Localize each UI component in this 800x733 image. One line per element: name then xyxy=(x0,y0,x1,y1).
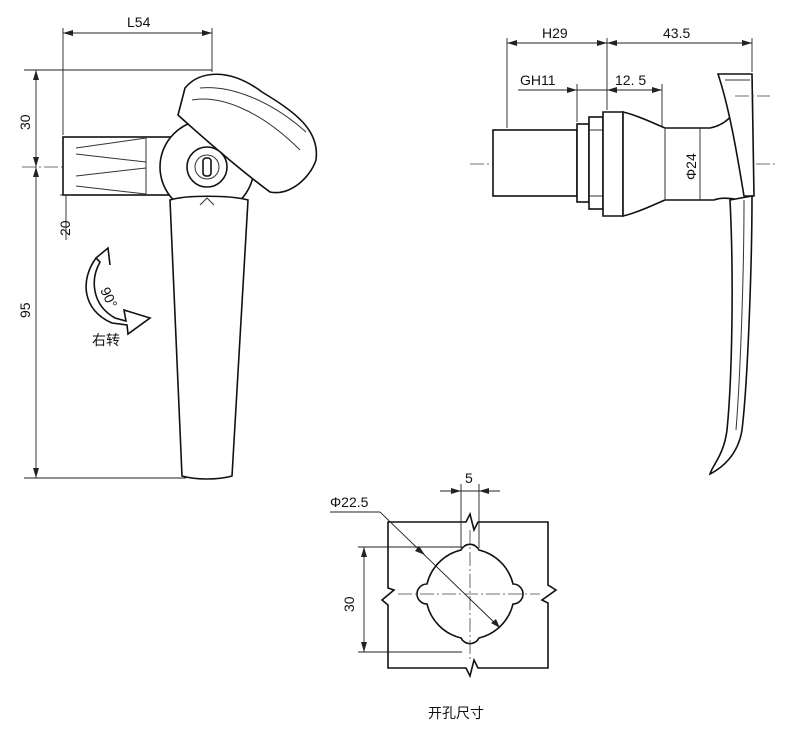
side-dimension-thread-label: GH11 xyxy=(520,72,556,88)
lock-cylinder-side xyxy=(62,136,176,196)
dimension-lower-label: 20 xyxy=(57,220,73,236)
rotation-direction-label: 右转 xyxy=(92,333,120,349)
rotation-arrow-icon: 90° 右转 xyxy=(85,246,152,349)
dimension-upper-label: 30 xyxy=(17,114,33,130)
side-dimension-body-label: H29 xyxy=(542,25,568,41)
dimension-vertical-stack: 30 20 95 xyxy=(17,69,212,479)
side-handle-top xyxy=(716,73,755,197)
cutout-slot-label: 5 xyxy=(465,470,473,486)
dimension-width-label: L54 xyxy=(127,14,151,30)
side-dimension-diameter-label: Φ24 xyxy=(683,153,699,180)
dimension-width: L54 xyxy=(62,14,213,135)
front-view: L54 30 20 95 90° 右转 xyxy=(17,14,318,480)
side-dimension-top: H29 43.5 GH11 12. 5 Φ24 xyxy=(506,25,753,200)
side-view: H29 43.5 GH11 12. 5 Φ24 xyxy=(470,25,775,476)
cutout-diameter-label: Φ22.5 xyxy=(330,494,369,510)
side-flange xyxy=(602,111,624,217)
side-handle-lever xyxy=(708,195,753,476)
keyhole-icon xyxy=(186,146,228,188)
cutout-view: Φ22.5 5 30 开孔尺寸 xyxy=(330,470,558,722)
dust-cover xyxy=(177,73,318,194)
cutout-caption: 开孔尺寸 xyxy=(428,706,484,722)
side-cylinder xyxy=(492,129,578,197)
handle-lever xyxy=(169,195,249,480)
side-dimension-handle-label: 43.5 xyxy=(663,25,690,41)
dimension-length-label: 95 xyxy=(17,302,33,318)
side-dimension-neck-label: 12. 5 xyxy=(615,72,646,88)
cutout-height-label: 30 xyxy=(341,596,357,612)
panel-outline xyxy=(380,511,558,679)
